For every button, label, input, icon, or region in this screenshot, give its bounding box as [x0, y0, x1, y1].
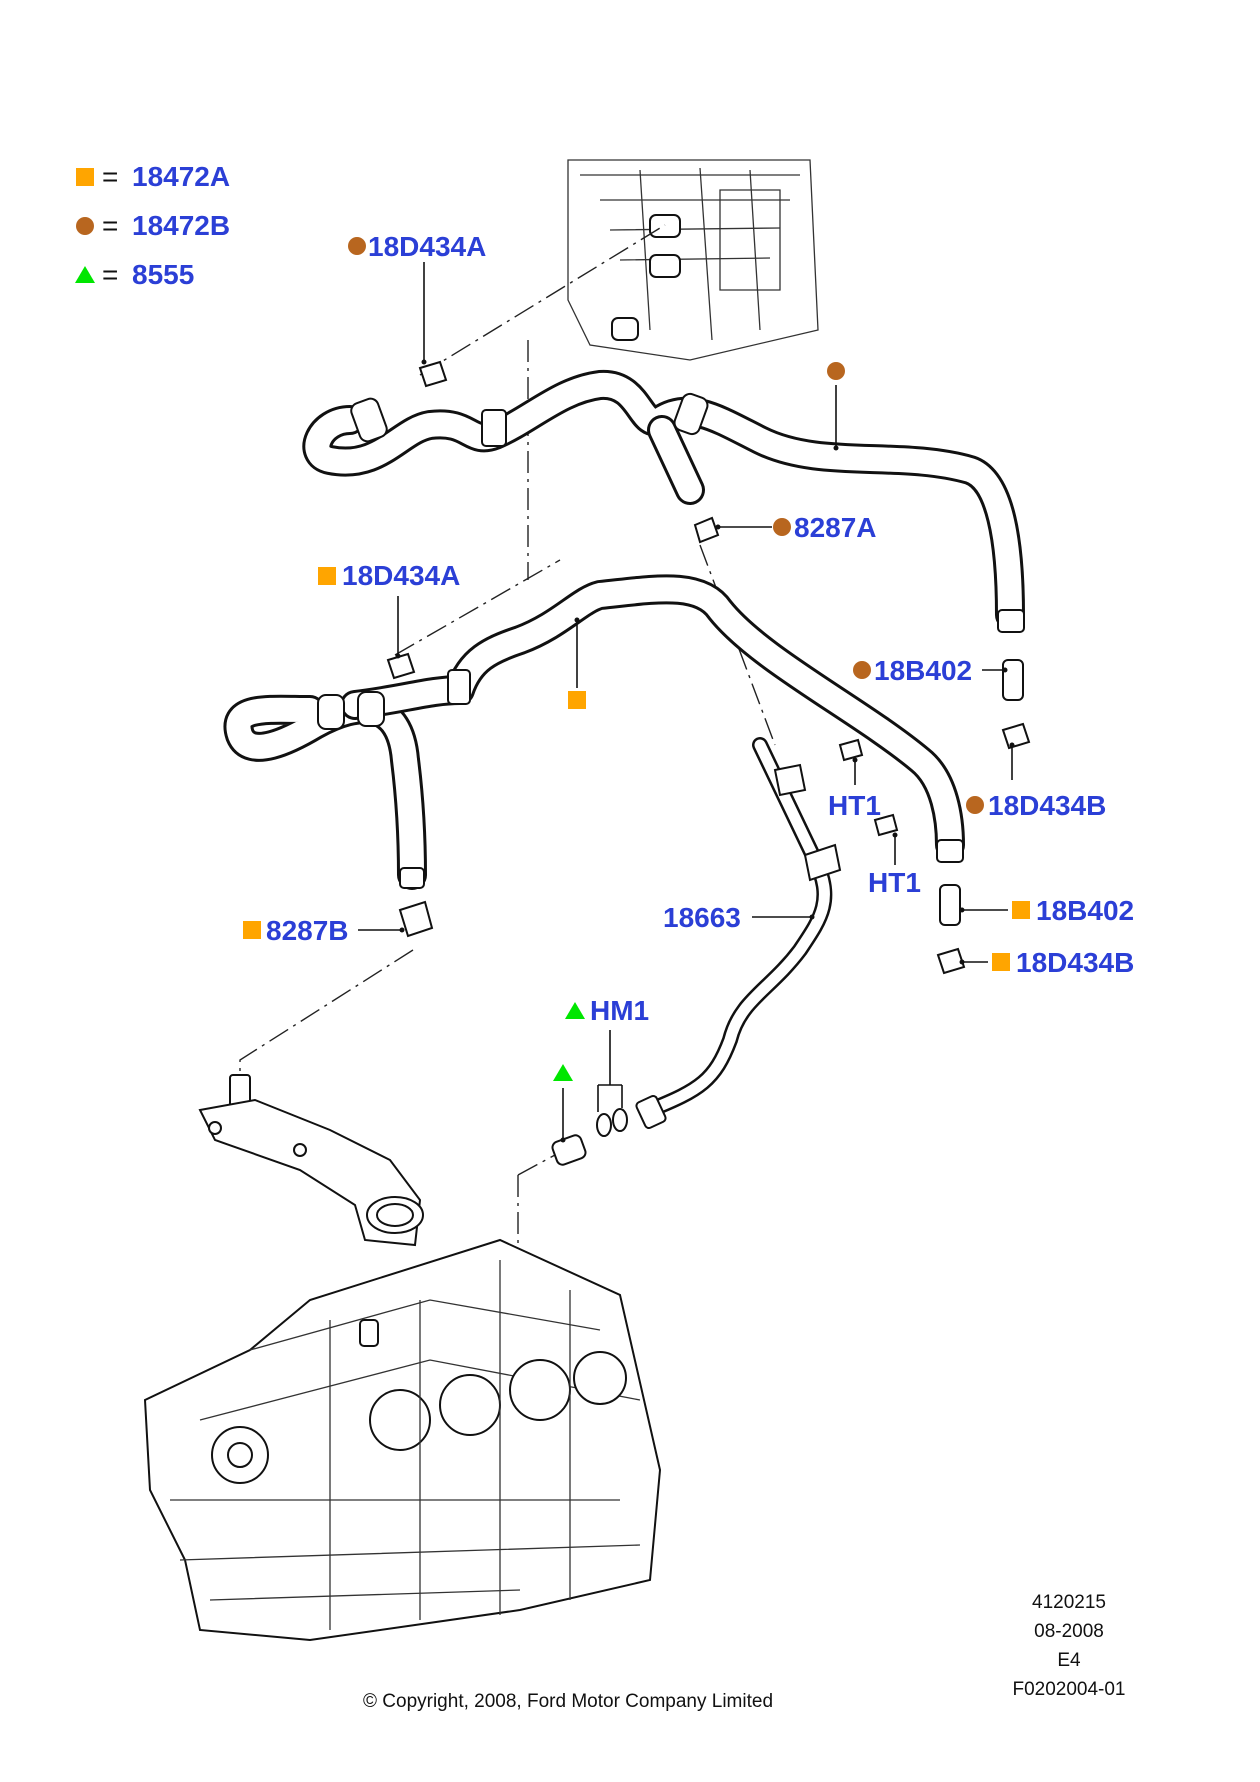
callout-marker-square — [992, 953, 1010, 971]
callout-18d434a-lower: 18D434A — [342, 560, 460, 591]
callout-ht1-upper: HT1 — [828, 790, 881, 821]
bypass-pipe — [635, 737, 842, 1130]
legend-triangle-marker — [75, 266, 95, 283]
legend: = 18472A = 18472B = 8555 — [75, 161, 230, 290]
illustration-number: 4120215 — [1032, 1592, 1106, 1613]
legend-circle-marker — [76, 217, 94, 235]
callout-marker-circle — [853, 661, 871, 679]
heater-core-housing — [567, 159, 819, 361]
callout-marker-upper-hose — [827, 362, 845, 380]
callout-18d434b-upper: 18D434B — [988, 790, 1106, 821]
legend-square-marker — [76, 168, 94, 186]
callout-marker-square — [1012, 901, 1030, 919]
callout-18d434a-upper: 18D434A — [368, 231, 486, 262]
callout-18d434b-lower: 18D434B — [1016, 947, 1134, 978]
callout-marker-circle — [773, 518, 791, 536]
callout-hm1: HM1 — [590, 995, 649, 1026]
footer: © Copyright, 2008, Ford Motor Company Li… — [363, 1592, 1126, 1712]
callout-marker-circle — [966, 796, 984, 814]
legend-item-8555: 8555 — [132, 259, 194, 290]
callout-marker-lower-hose — [568, 691, 586, 709]
callout-8287a: 8287A — [794, 512, 877, 543]
callout-marker-triangle — [565, 1002, 585, 1019]
callouts: 18D434A 8287A 18D434A 18B402 18D434B H — [243, 231, 1134, 1143]
legend-item-18472a: 18472A — [132, 161, 230, 192]
callout-8287b: 8287B — [266, 915, 349, 946]
heater-hose-upper — [302, 370, 1025, 633]
legend-eq-3: = — [102, 259, 118, 290]
callout-18663: 18663 — [663, 902, 741, 933]
copyright-text: © Copyright, 2008, Ford Motor Company Li… — [363, 1691, 773, 1712]
callout-18b402-upper: 18B402 — [874, 655, 972, 686]
callout-ht1-lower: HT1 — [868, 867, 921, 898]
small-parts — [386, 360, 1031, 1166]
water-outlet-housing — [198, 1074, 424, 1247]
callout-marker-square — [318, 567, 336, 585]
callout-18b402-lower: 18B402 — [1036, 895, 1134, 926]
illustration-code: E4 — [1057, 1650, 1081, 1671]
legend-item-18472b: 18472B — [132, 210, 230, 241]
legend-eq-1: = — [102, 161, 118, 192]
engine-block — [143, 1238, 662, 1642]
assembly-lines — [239, 224, 1013, 1310]
callout-marker-square — [243, 921, 261, 939]
callout-marker-circle — [348, 237, 366, 255]
callout-marker-triangle-8555 — [553, 1064, 573, 1081]
illustration-date: 08-2008 — [1034, 1621, 1104, 1642]
figure-id: F0202004-01 — [1012, 1679, 1125, 1700]
heater-hose-lower — [223, 574, 965, 890]
legend-eq-2: = — [102, 210, 118, 241]
